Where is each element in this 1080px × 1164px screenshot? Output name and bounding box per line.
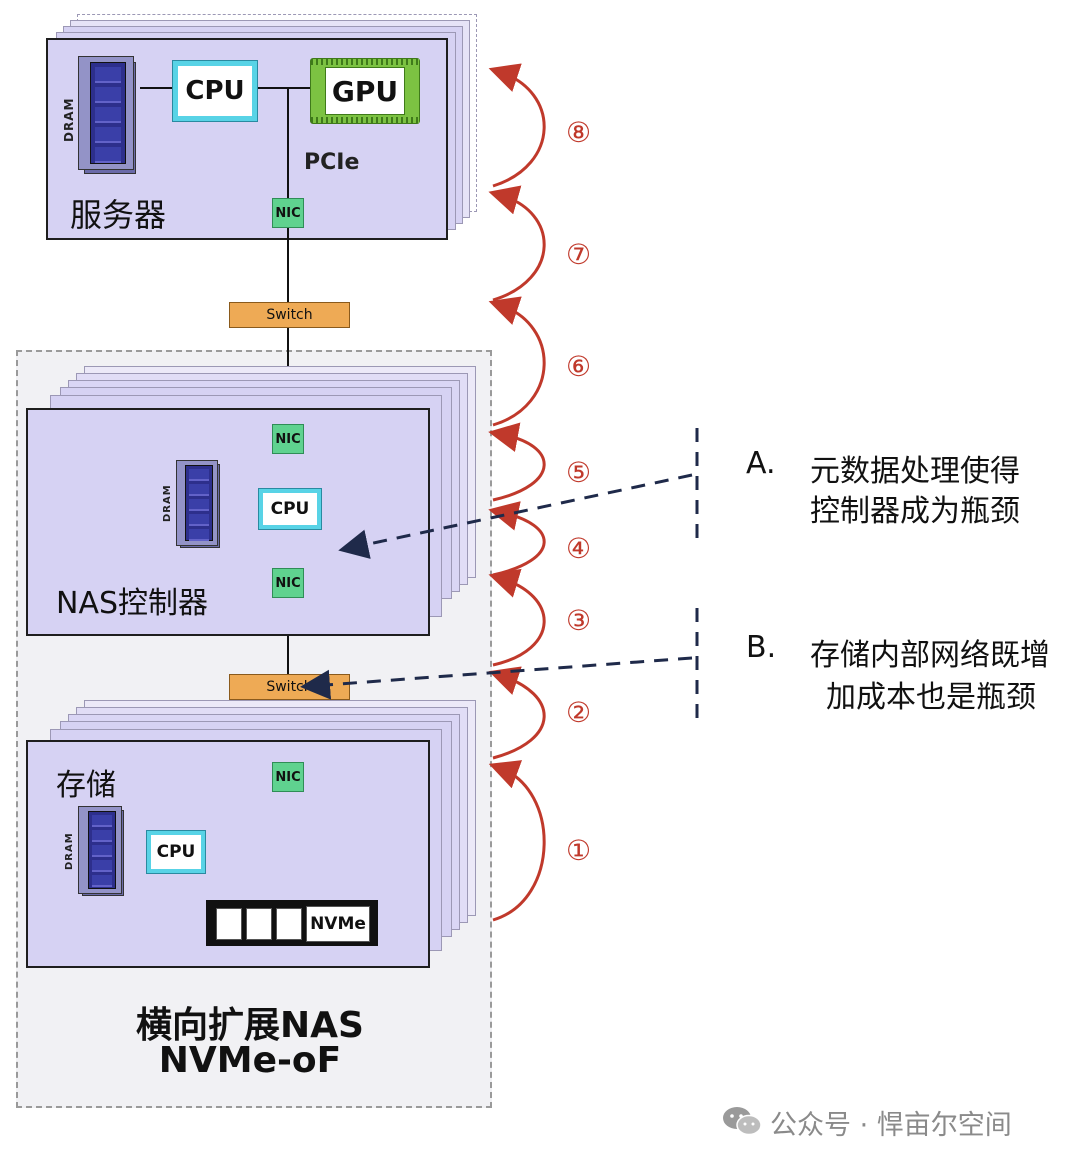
note-b-letter: B. [746, 630, 777, 665]
pcie-label: PCIe [304, 150, 360, 175]
arrow-step-7 [488, 185, 546, 302]
server-cpu-chip: CPU [172, 60, 258, 122]
storage-label: 存储 [56, 768, 116, 803]
nas-nic-top: NIC [272, 424, 304, 454]
arrow-step-2 [488, 666, 546, 760]
arrow-step-1 [488, 760, 546, 922]
step-label-7: ⑦ [566, 238, 592, 271]
nas-card [26, 408, 430, 636]
note-b-line2: 加成本也是瓶颈 [826, 680, 1036, 715]
callout-a-pointer [338, 473, 693, 559]
callout-b-pointer [300, 656, 693, 700]
server-label: 服务器 [70, 196, 167, 234]
note-b-line1: 存储内部网络既增 [810, 638, 1050, 673]
step-label-3: ③ [566, 604, 592, 637]
step-label-5: ⑤ [566, 456, 592, 489]
group-title-line2: NVMe-oF [158, 1040, 342, 1081]
storage-dram-icon [78, 806, 126, 898]
note-a-line2: 控制器成为瓶颈 [810, 494, 1020, 529]
step-label-1: ① [566, 834, 592, 867]
step-label-6: ⑥ [566, 350, 592, 383]
arrow-step-5 [488, 422, 546, 502]
nas-nic-bottom: NIC [272, 568, 304, 598]
arrow-step-6 [488, 296, 546, 427]
nas-dram-icon [176, 460, 222, 550]
nvme-drive: NVMe [206, 900, 378, 946]
switch-top: Switch [229, 302, 350, 328]
arrow-step-8 [488, 63, 546, 188]
server-cpu-label: CPU [185, 76, 245, 106]
arrow-step-4 [488, 501, 546, 577]
server-nic: NIC [272, 198, 304, 228]
nvme-label: NVMe [310, 914, 366, 934]
server-gpu-chip: GPU [310, 58, 420, 124]
nas-label: NAS控制器 [56, 586, 209, 621]
nas-cpu-label: CPU [270, 499, 310, 519]
step-label-4: ④ [566, 532, 592, 565]
step-label-2: ② [566, 696, 592, 729]
storage-cpu-chip: CPU [146, 830, 206, 874]
note-a-line1: 元数据处理使得 [810, 454, 1020, 489]
server-gpu-label: GPU [331, 74, 399, 108]
storage-cpu-label: CPU [156, 842, 196, 862]
server-dram-icon [78, 56, 140, 176]
note-a-letter: A. [746, 446, 776, 481]
wechat-icon [722, 1104, 762, 1138]
group-title-line1: 横向扩展NAS [136, 1005, 364, 1046]
arrow-step-3 [488, 568, 546, 667]
nas-cpu-chip: CPU [258, 488, 322, 530]
watermark-text: 公众号 · 悍亩尔空间 [770, 1110, 1012, 1141]
storage-nic: NIC [272, 762, 304, 792]
step-label-8: ⑧ [566, 116, 592, 149]
